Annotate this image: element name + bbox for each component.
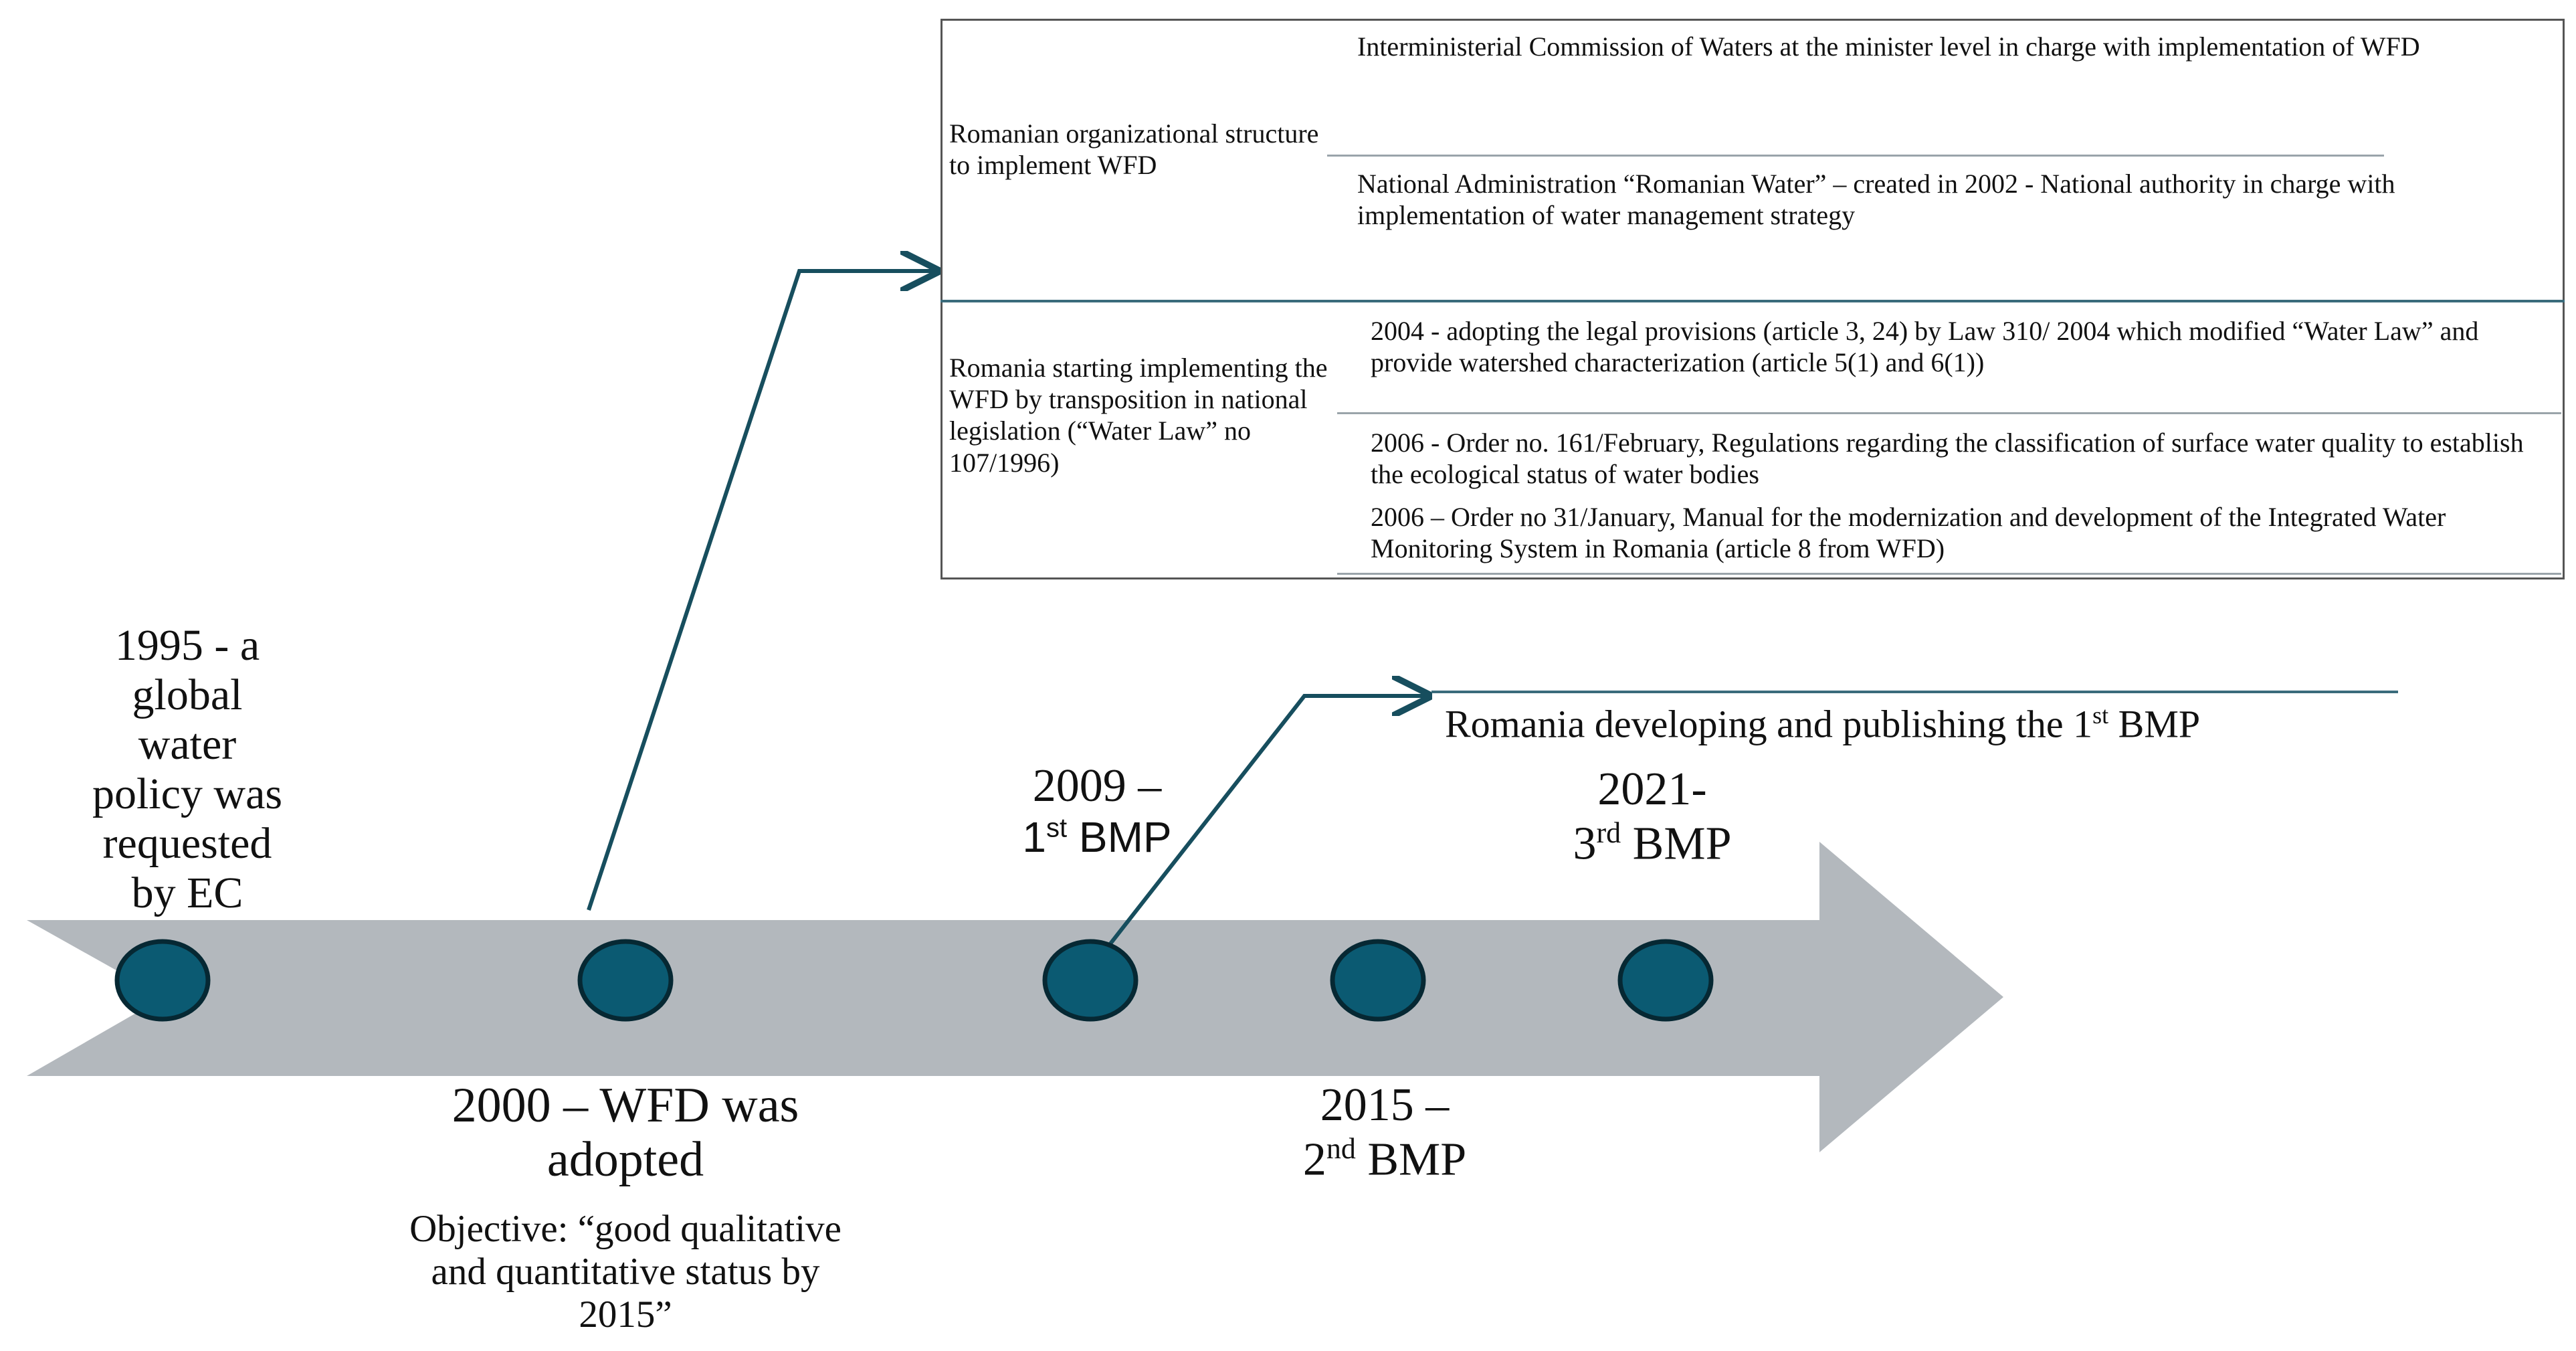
group2-separator-2 (1337, 573, 2561, 575)
milestone-2009-line2: 1st BMP (957, 813, 1237, 862)
milestone-2021-label: 2021- 3rd BMP (1512, 763, 1793, 871)
milestone-2015-ordinal: 2 (1302, 1134, 1326, 1186)
group2-item-2: 2006 - Order no. 161/February, Regulatio… (1371, 428, 2524, 490)
connector-2009-to-callout (1102, 696, 1428, 954)
node-2021 (1617, 939, 1714, 1022)
milestone-2021-bmp: BMP (1621, 818, 1732, 870)
milestone-2015-suffix: nd (1326, 1132, 1356, 1165)
bmp-callout: Romania developing and publishing the 1s… (1445, 702, 2201, 746)
node-2015 (1330, 939, 1426, 1022)
milestone-2009-suffix: st (1046, 813, 1068, 843)
group1-item-1: Interministerial Commission of Waters at… (1357, 31, 2420, 62)
group2-separator-1 (1337, 412, 2561, 414)
milestone-1995-line3: water (138, 719, 237, 769)
milestone-2009-bmp: BMP (1067, 812, 1172, 861)
milestone-2009-line1: 2009 – (1032, 760, 1162, 812)
objective-line1: Objective: “good qualitative (409, 1208, 841, 1250)
node-2000 (577, 939, 674, 1022)
milestone-2021-line1: 2021- (1597, 763, 1707, 815)
objective-line3: 2015” (579, 1293, 672, 1336)
wfd-implementation-table: Romanian organizational structure to imp… (940, 19, 2565, 579)
group1-label: Romanian organizational structure to imp… (949, 118, 1319, 181)
milestone-2021-ordinal: 3 (1573, 818, 1597, 870)
group1-item-2: National Administration “Romanian Water”… (1357, 169, 2395, 231)
milestone-2021-suffix: rd (1596, 816, 1621, 849)
group1-separator (1327, 155, 2384, 157)
milestone-2009-ordinal: 1 (1022, 812, 1046, 861)
timeline-arrow (27, 842, 2003, 1152)
node-2009 (1042, 939, 1138, 1022)
group-divider (940, 300, 2565, 302)
group2-item-1: 2004 - adopting the legal provisions (ar… (1371, 316, 2479, 378)
bmp-callout-rest: BMP (2108, 702, 2201, 746)
bmp-callout-main: Romania developing and publishing the 1 (1445, 702, 2093, 746)
node-1995 (114, 939, 211, 1022)
milestone-1995-label: 1995 - a global water policy was request… (40, 621, 334, 917)
connector-2000-to-table (587, 271, 936, 911)
objective-line2: and quantitative status by (431, 1250, 820, 1293)
milestone-2009-label: 2009 – 1st BMP (957, 759, 1237, 862)
milestone-2015-line1: 2015 – (1320, 1079, 1450, 1131)
objective-note: Objective: “good qualitative and quantit… (334, 1208, 916, 1336)
milestone-1995-line5: requested (102, 818, 272, 868)
milestone-2021-line2: 3rd BMP (1512, 816, 1793, 871)
group2-label: Romania starting implementing the WFD by… (949, 353, 1328, 478)
milestone-2000-label: 2000 – WFD was adopted (355, 1078, 896, 1188)
milestone-1995-line4: policy was (92, 769, 283, 818)
milestone-1995-line1: 1995 - a (114, 621, 260, 670)
milestone-1995-line2: global (132, 670, 243, 719)
milestone-2015-line2: 2nd BMP (1244, 1132, 1525, 1186)
milestone-2000-line1: 2000 – WFD was (452, 1078, 799, 1133)
milestone-2000-line2: adopted (547, 1132, 704, 1188)
milestone-2015-label: 2015 – 2nd BMP (1244, 1079, 1525, 1186)
group2-item-3: 2006 – Order no 31/January, Manual for t… (1371, 502, 2446, 564)
milestone-1995-line6: by EC (131, 868, 243, 917)
milestone-2015-bmp: BMP (1355, 1134, 1467, 1186)
bmp-callout-suffix: st (2092, 702, 2109, 729)
